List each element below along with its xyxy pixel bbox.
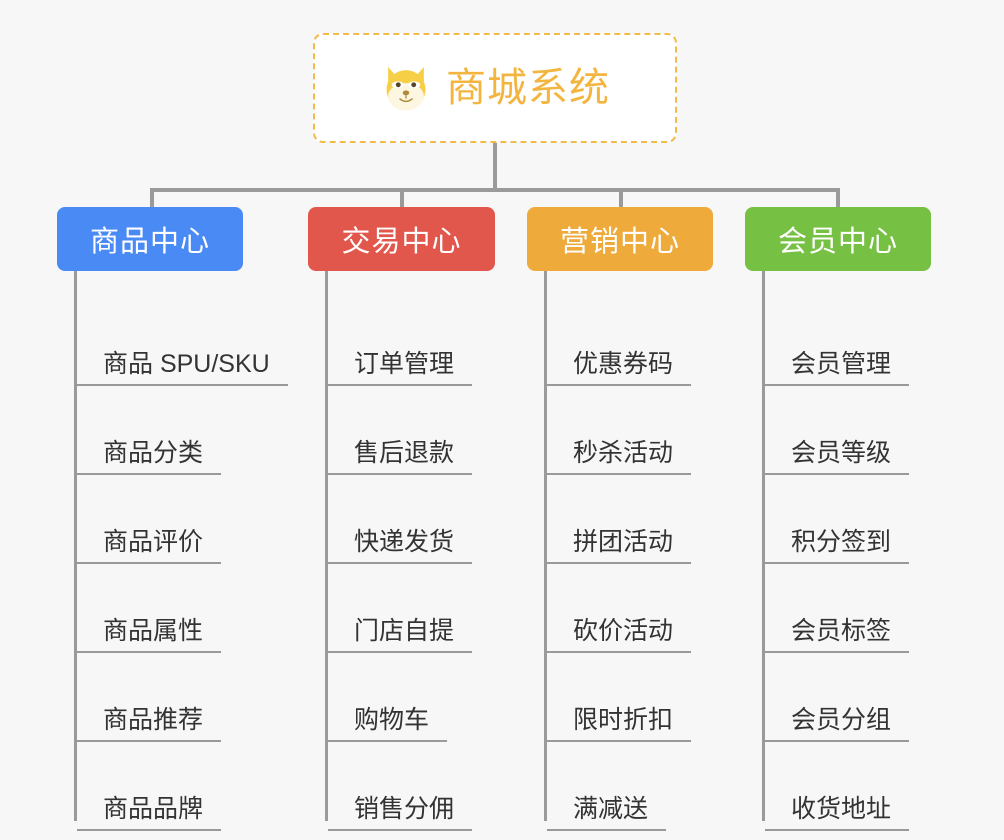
leaf-label: 会员分组 bbox=[765, 706, 910, 742]
branch-spine-2 bbox=[325, 271, 328, 821]
leaf-label: 商品分类 bbox=[77, 439, 222, 475]
leaf-item[interactable]: 购物车 bbox=[308, 653, 538, 742]
branch-product-center: 商品中心 商品 SPU/SKU 商品分类 商品评价 商品属性 商品推荐 商品品牌 bbox=[57, 207, 307, 831]
branch-trade-center: 交易中心 订单管理 售后退款 快递发货 门店自提 购物车 销售分佣 bbox=[308, 207, 538, 831]
leaf-label: 购物车 bbox=[328, 706, 448, 742]
leaf-item[interactable]: 商品评价 bbox=[57, 475, 307, 564]
leaf-label: 售后退款 bbox=[328, 439, 473, 475]
leaf-label: 商品 SPU/SKU bbox=[77, 350, 288, 386]
shiba-dog-face-icon bbox=[386, 66, 426, 111]
branch-member-center: 会员中心 会员管理 会员等级 积分签到 会员标签 会员分组 收货地址 bbox=[745, 207, 970, 831]
leaf-item[interactable]: 商品分类 bbox=[57, 386, 307, 475]
branch-header-1[interactable]: 商品中心 bbox=[57, 207, 243, 271]
leaf-list-1: 商品 SPU/SKU 商品分类 商品评价 商品属性 商品推荐 商品品牌 bbox=[57, 271, 307, 831]
leaf-item[interactable]: 商品 SPU/SKU bbox=[57, 297, 307, 386]
leaf-label: 收货地址 bbox=[765, 795, 910, 831]
leaf-item[interactable]: 订单管理 bbox=[308, 297, 538, 386]
leaf-label: 会员标签 bbox=[765, 617, 910, 653]
leaf-item[interactable]: 商品品牌 bbox=[57, 742, 307, 831]
leaf-item[interactable]: 会员分组 bbox=[745, 653, 970, 742]
branch-header-4[interactable]: 会员中心 bbox=[745, 207, 931, 271]
connector-root-stem bbox=[493, 143, 497, 191]
root-node-title: 商城系统 bbox=[446, 66, 610, 110]
leaf-label: 会员等级 bbox=[765, 439, 910, 475]
leaf-label: 积分签到 bbox=[765, 528, 910, 564]
leaf-label: 会员管理 bbox=[765, 350, 910, 386]
leaf-label: 限时折扣 bbox=[547, 706, 692, 742]
leaf-label: 秒杀活动 bbox=[547, 439, 692, 475]
leaf-item[interactable]: 收货地址 bbox=[745, 742, 970, 831]
leaf-label: 销售分佣 bbox=[328, 795, 473, 831]
branch-spine-1 bbox=[74, 271, 77, 821]
root-node-mall-system[interactable]: 商城系统 bbox=[313, 33, 677, 143]
leaf-item[interactable]: 积分签到 bbox=[745, 475, 970, 564]
branch-spine-4 bbox=[762, 271, 765, 821]
leaf-label: 商品推荐 bbox=[77, 706, 222, 742]
leaf-item[interactable]: 优惠券码 bbox=[527, 297, 749, 386]
leaf-item[interactable]: 限时折扣 bbox=[527, 653, 749, 742]
leaf-item[interactable]: 快递发货 bbox=[308, 475, 538, 564]
leaf-label: 门店自提 bbox=[328, 617, 473, 653]
leaf-item[interactable]: 商品推荐 bbox=[57, 653, 307, 742]
leaf-item[interactable]: 拼团活动 bbox=[527, 475, 749, 564]
leaf-label: 商品评价 bbox=[77, 528, 222, 564]
leaf-list-4: 会员管理 会员等级 积分签到 会员标签 会员分组 收货地址 bbox=[745, 271, 970, 831]
branch-header-3[interactable]: 营销中心 bbox=[527, 207, 713, 271]
leaf-item[interactable]: 会员管理 bbox=[745, 297, 970, 386]
leaf-label: 优惠券码 bbox=[547, 350, 692, 386]
leaf-label: 拼团活动 bbox=[547, 528, 692, 564]
leaf-item[interactable]: 砍价活动 bbox=[527, 564, 749, 653]
leaf-label: 快递发货 bbox=[328, 528, 473, 564]
leaf-label: 订单管理 bbox=[328, 350, 473, 386]
leaf-item[interactable]: 会员等级 bbox=[745, 386, 970, 475]
branch-spine-3 bbox=[544, 271, 547, 821]
branch-marketing-center: 营销中心 优惠券码 秒杀活动 拼团活动 砍价活动 限时折扣 满减送 bbox=[527, 207, 749, 831]
leaf-label: 商品属性 bbox=[77, 617, 222, 653]
leaf-list-3: 优惠券码 秒杀活动 拼团活动 砍价活动 限时折扣 满减送 bbox=[527, 271, 749, 831]
leaf-label: 砍价活动 bbox=[547, 617, 692, 653]
leaf-item[interactable]: 售后退款 bbox=[308, 386, 538, 475]
leaf-item[interactable]: 满减送 bbox=[527, 742, 749, 831]
leaf-label: 满减送 bbox=[547, 795, 667, 831]
connector-drop-branch-4 bbox=[836, 188, 840, 210]
connector-horizontal-bus bbox=[150, 188, 840, 192]
leaf-item[interactable]: 商品属性 bbox=[57, 564, 307, 653]
leaf-item[interactable]: 秒杀活动 bbox=[527, 386, 749, 475]
leaf-list-2: 订单管理 售后退款 快递发货 门店自提 购物车 销售分佣 bbox=[308, 271, 538, 831]
branch-header-2[interactable]: 交易中心 bbox=[308, 207, 495, 271]
leaf-item[interactable]: 销售分佣 bbox=[308, 742, 538, 831]
leaf-item[interactable]: 门店自提 bbox=[308, 564, 538, 653]
leaf-item[interactable]: 会员标签 bbox=[745, 564, 970, 653]
connector-drop-branch-3 bbox=[619, 188, 623, 210]
connector-drop-branch-2 bbox=[400, 188, 404, 210]
connector-drop-branch-1 bbox=[150, 188, 154, 210]
leaf-label: 商品品牌 bbox=[77, 795, 222, 831]
